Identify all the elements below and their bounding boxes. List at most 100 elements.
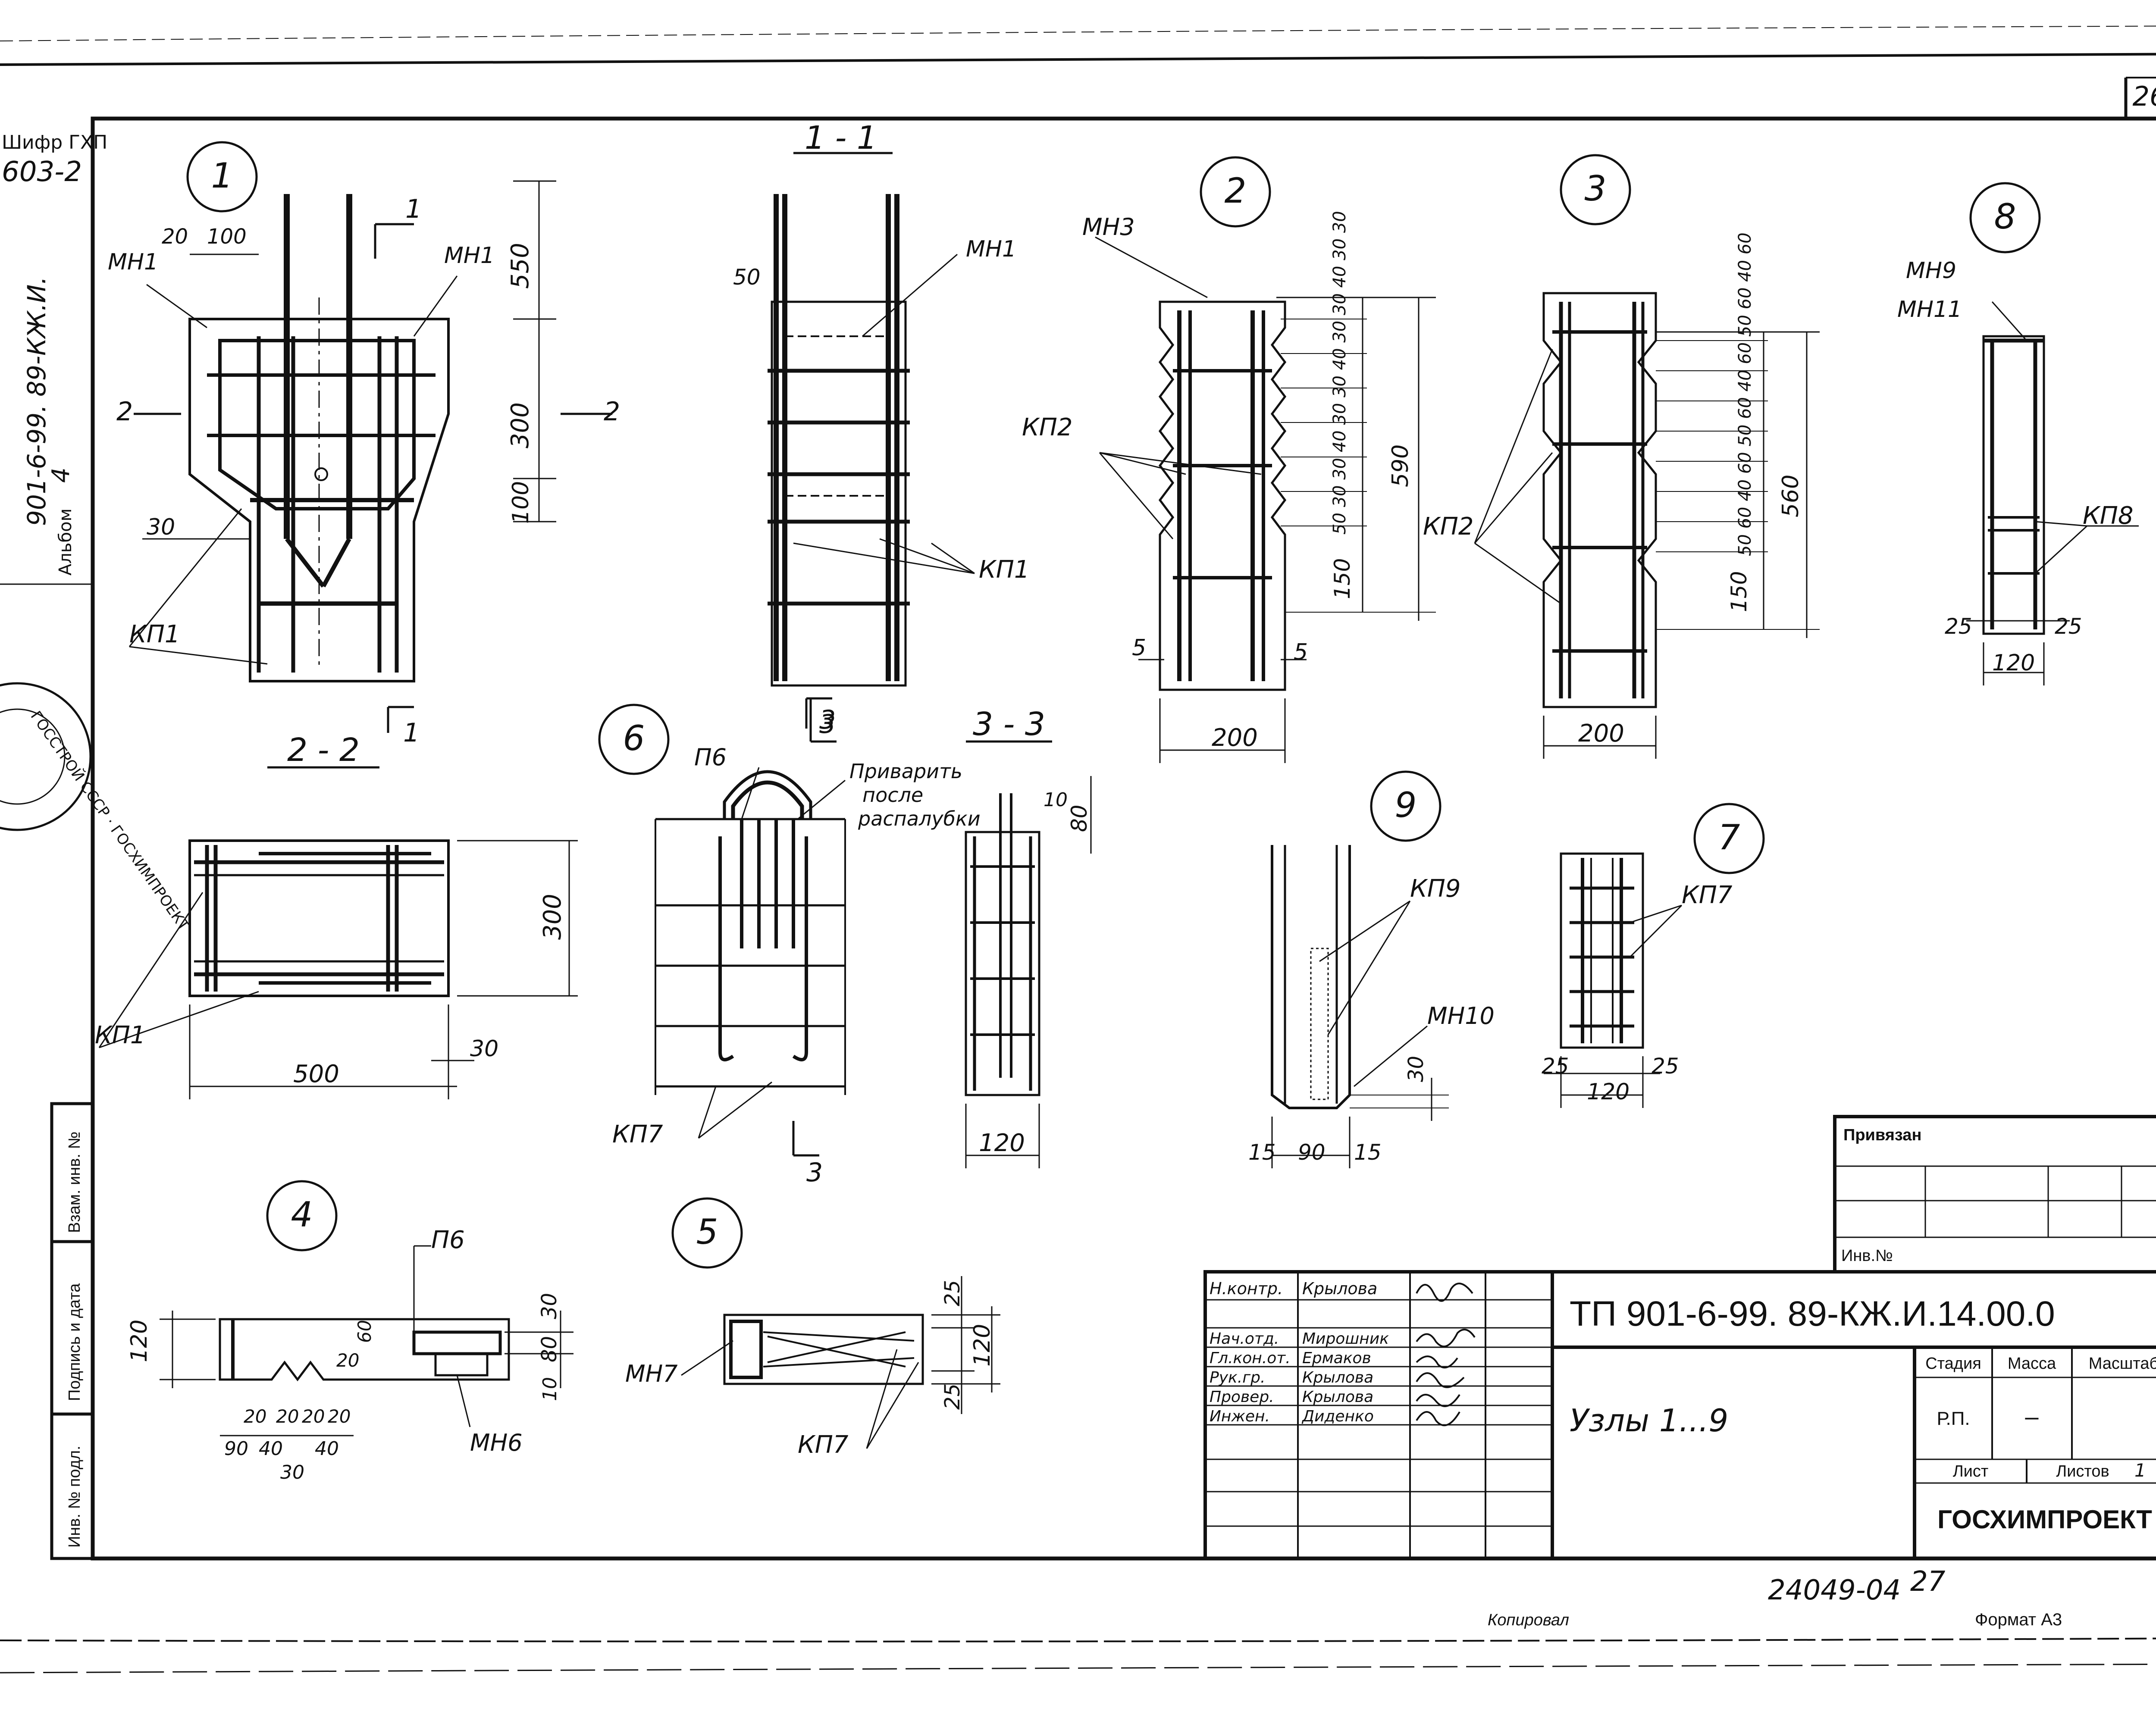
title-block-title: Узлы 1...9 (1570, 1402, 1728, 1439)
node-5-dim-25-top: 25 (940, 1280, 965, 1306)
node-2-dim-590: 590 (1388, 444, 1413, 487)
section-3-3-dim-120: 120 (979, 1129, 1025, 1157)
node-1-dim-100-v: 100 (508, 481, 534, 524)
node-8-mark-mn9: МН9 (1906, 258, 1956, 284)
node-8-dim-25-left: 25 (1945, 614, 1972, 639)
node-9-label: 9 (1395, 785, 1417, 825)
left-margin: Шифр ГХП 603-2 901-6-99. 89-КЖ.И. Альбом… (0, 131, 193, 1560)
node-7 (1544, 803, 1765, 1108)
node-4-dim-20-b: 20 (244, 1406, 266, 1427)
node-9 (1271, 770, 1449, 1168)
title-block-mass-label: Масса (2008, 1355, 2056, 1373)
node-6-weld-note-2: после (862, 783, 923, 807)
archive-suffix: 27 (1910, 1566, 1946, 1598)
title-block-inv-label: Инв.№ (1841, 1247, 1893, 1265)
section-1-1-mark-3: 3 (819, 705, 836, 735)
node-3-dim-560: 560 (1778, 475, 1804, 517)
node-3-label: 3 (1585, 169, 1607, 209)
node-4-dim-30-v: 30 (537, 1293, 561, 1319)
node-9-dim-15-right: 15 (1354, 1140, 1382, 1165)
section-2-2-dim-500: 500 (293, 1060, 339, 1088)
node-5-dim-120: 120 (969, 1324, 995, 1367)
node-8 (1966, 182, 2139, 685)
node-4 (160, 1180, 573, 1436)
role-label: Н.контр. (1210, 1279, 1283, 1298)
section-2-2-dim-30: 30 (470, 1036, 498, 1062)
node-8-dim-25-right: 25 (2055, 614, 2082, 639)
section-3-3-title: 3 - 3 (973, 706, 1045, 743)
title-block-scale-label: Масштаб (2089, 1355, 2156, 1373)
node-4-dim-20-d: 20 (302, 1406, 325, 1427)
node-2-dim-150: 150 (1330, 558, 1355, 599)
album-label: Альбом (56, 508, 75, 576)
section-2-2-dim-300: 300 (539, 894, 567, 940)
node-1-section-mark-left: 2 (116, 397, 133, 427)
node-9-dim-90: 90 (1298, 1140, 1326, 1165)
node-5 (671, 1197, 1000, 1449)
title-block-bound-label: Привязан (1843, 1126, 1921, 1144)
project-code-vertical: 901-6-99. 89-КЖ.И. (22, 276, 51, 526)
node-1-dim-20: 20 (162, 225, 188, 249)
node-6-label: 6 (623, 718, 645, 758)
title-block-stage-label: Стадия (1925, 1355, 1981, 1373)
section-1-1-mark-kp1: КП1 (979, 556, 1030, 584)
node-4-dim-30-h: 30 (280, 1461, 304, 1483)
format-label: Формат А3 (1975, 1610, 2062, 1629)
role-name: Ермаков (1302, 1349, 1371, 1367)
column-signature-date: Подпись и дата (66, 1283, 84, 1401)
title-block-organization: ГОСХИМПРОЕКТ (1937, 1505, 2152, 1534)
node-4-dim-60: 60 (354, 1320, 375, 1343)
node-1-mark-mn1-left: МН1 (108, 249, 158, 275)
node-5-mark-mn7: МН7 (625, 1360, 678, 1387)
node-6-mark-kp7: КП7 (612, 1120, 663, 1148)
node-6 (598, 698, 846, 1157)
section-1-1-mark-mn1: МН1 (966, 236, 1016, 262)
title-block-stage-value: Р.П. (1937, 1408, 1970, 1429)
title-block-roles: Н.контр. Крылова Нач.отд. Мирошник Гл.ко… (1210, 1279, 1389, 1425)
node-4-dim-20-c: 20 (276, 1406, 299, 1427)
node-4-dim-40-a: 40 (259, 1438, 283, 1460)
node-2-dim-5-right: 5 (1294, 639, 1308, 665)
node-6-section-mark-3-bottom: 3 (806, 1158, 823, 1188)
node-1-dim-300: 300 (506, 402, 534, 448)
node-9-dim-15-left: 15 (1248, 1140, 1276, 1165)
role-name: Диденко (1301, 1408, 1374, 1425)
node-4-label: 4 (291, 1195, 313, 1235)
node-2-mark-mn3: МН3 (1082, 213, 1135, 241)
node-7-dim-120: 120 (1587, 1079, 1630, 1105)
node-1-mark-mn1-right: МН1 (444, 243, 495, 269)
title-block-mass-value: – (2025, 1403, 2039, 1430)
sheet-number: 26 (2133, 81, 2156, 112)
node-4-dim-80: 80 (537, 1336, 561, 1362)
node-2-dim-200: 200 (1212, 724, 1258, 752)
node-4-dim-20-e: 20 (328, 1406, 351, 1427)
node-8-mark-mn11: МН11 (1897, 297, 1962, 322)
node-2-label: 2 (1225, 171, 1247, 211)
role-label: Провер. (1210, 1388, 1274, 1406)
node-1-dim-100: 100 (207, 225, 247, 249)
role-name: Крылова (1302, 1369, 1373, 1386)
copied-by-label: Копировал (1488, 1611, 1569, 1629)
node-6-weld-note-1: Приварить (849, 760, 962, 783)
section-3-3-dim-10: 10 (1044, 789, 1068, 811)
node-8-label: 8 (1994, 197, 2016, 237)
section-2-2 (98, 766, 578, 1099)
node-1-label: 1 (211, 156, 233, 196)
node-1-mark-kp1: КП1 (129, 620, 180, 648)
node-1-section-mark-right: 2 (604, 397, 620, 427)
node-7-label: 7 (1718, 817, 1740, 857)
node-1-section-mark-top: 1 (405, 194, 422, 224)
node-3-dim-150: 150 (1727, 571, 1752, 612)
node-3-dim-chain: 50 60 40 60 50 60 40 60 50 60 40 60 (1735, 232, 1755, 556)
node-2 (1095, 156, 1436, 763)
section-2-2-mark-kp1: КП1 (95, 1021, 146, 1049)
section-1-1 (768, 152, 975, 729)
node-4-dim-40-b: 40 (315, 1438, 339, 1460)
section-1-1-dim-50: 50 (733, 265, 761, 290)
node-4-mark-mn6: МН6 (470, 1429, 523, 1456)
archive-number: 24049-04 (1768, 1574, 1901, 1606)
node-9-dim-30: 30 (1404, 1056, 1428, 1082)
node-5-label: 5 (696, 1212, 718, 1252)
handwritten-signatures (1416, 1283, 1476, 1427)
node-4-dim-10: 10 (539, 1377, 561, 1401)
